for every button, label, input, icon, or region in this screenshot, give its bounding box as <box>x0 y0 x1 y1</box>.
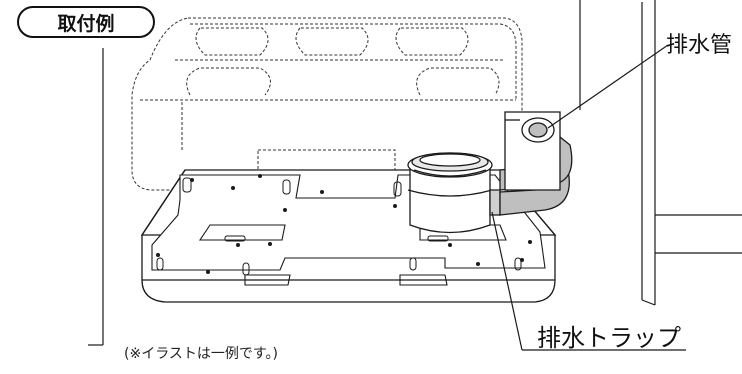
drain-trap <box>407 152 493 234</box>
title-badge: 取付例 <box>17 6 155 38</box>
pan-slots <box>156 177 522 276</box>
washing-machine-outline <box>131 17 523 196</box>
pan-screw-holes <box>156 174 532 274</box>
drain-pipe-fitting <box>504 111 561 191</box>
drain-trap-label: 排水トラップ <box>537 324 681 352</box>
illustration-note: (※イラストは一例です。) <box>124 346 278 362</box>
leader-lines <box>491 44 686 351</box>
drain-pipe-label: 排水管 <box>666 33 733 58</box>
room-walls <box>88 0 742 346</box>
